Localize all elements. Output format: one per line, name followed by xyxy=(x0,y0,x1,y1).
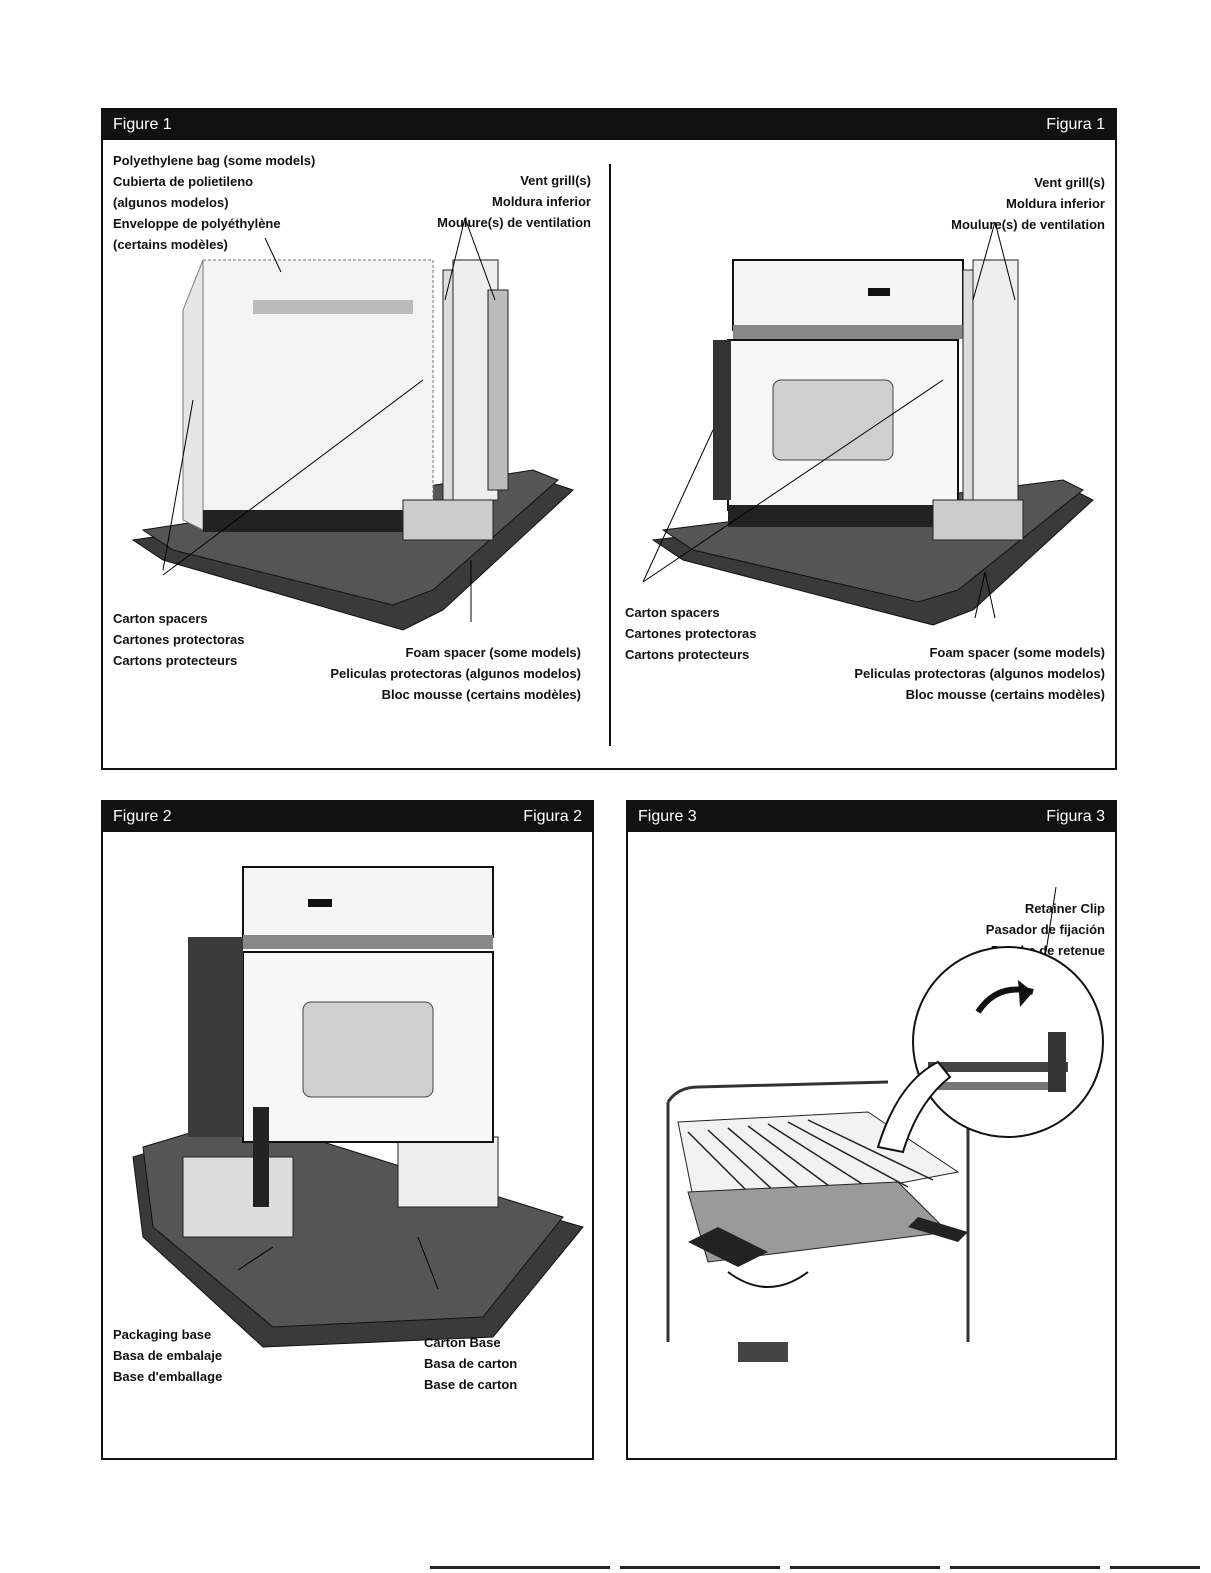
f1-left-illustration xyxy=(131,217,574,631)
figure-1-divider xyxy=(609,164,611,746)
figure-2-title-es: Figura 2 xyxy=(523,808,582,825)
figure-1-panel: Figure 1 Figura 1 Polyethylene bag (some… xyxy=(101,108,1117,770)
f1-left-vent-label: Vent grill(s) Moldura inferior Moulure(s… xyxy=(437,173,591,230)
figure-3-title-bar: Figure 3 Figura 3 xyxy=(628,802,1115,832)
f3-illustration xyxy=(666,886,1104,1362)
figure-3-panel: Figure 3 Figura 3 Retainer Clip Pasador … xyxy=(626,800,1117,1460)
f1-left-bag-label: Polyethylene bag (some models) Cubierta … xyxy=(113,153,316,252)
footer-mark xyxy=(430,1566,610,1569)
f2-base-label: Packaging base Basa de embalaje Base d'e… xyxy=(113,1327,223,1384)
figure-3-title-en: Figure 3 xyxy=(638,808,697,825)
f2-carton-label: Carton Base Basa de carton Base de carto… xyxy=(424,1335,518,1392)
f1-right-foam-label: Foam spacer (some models) Peliculas prot… xyxy=(854,645,1105,702)
footer-mark xyxy=(620,1566,780,1569)
f2-illustration xyxy=(132,866,584,1348)
f1-right-illustration xyxy=(642,221,1094,626)
figure-2-title-bar: Figure 2 Figura 2 xyxy=(103,802,592,832)
figure-2-panel: Figure 2 Figura 2 Packaging base Basa de… xyxy=(101,800,594,1460)
f1-right-vent-label: Vent grill(s) Moldura inferior Moulure(s… xyxy=(951,175,1105,232)
f1-left-spacers-label: Carton spacers Cartones protectoras Cart… xyxy=(113,611,245,668)
f1-left-foam-label: Foam spacer (some models) Peliculas prot… xyxy=(330,645,581,702)
footer-mark xyxy=(950,1566,1100,1569)
footer-mark xyxy=(790,1566,940,1569)
footer-mark xyxy=(1110,1566,1200,1569)
figure-1-title-bar: Figure 1 Figura 1 xyxy=(103,110,1115,140)
figure-2-title-en: Figure 2 xyxy=(113,808,172,825)
figure-1-title-es: Figura 1 xyxy=(1046,116,1105,133)
figure-3-title-es: Figura 3 xyxy=(1046,808,1105,825)
f1-right-spacers-label: Carton spacers Cartones protectoras Cart… xyxy=(625,605,757,662)
figure-1-title-en: Figure 1 xyxy=(113,116,172,133)
